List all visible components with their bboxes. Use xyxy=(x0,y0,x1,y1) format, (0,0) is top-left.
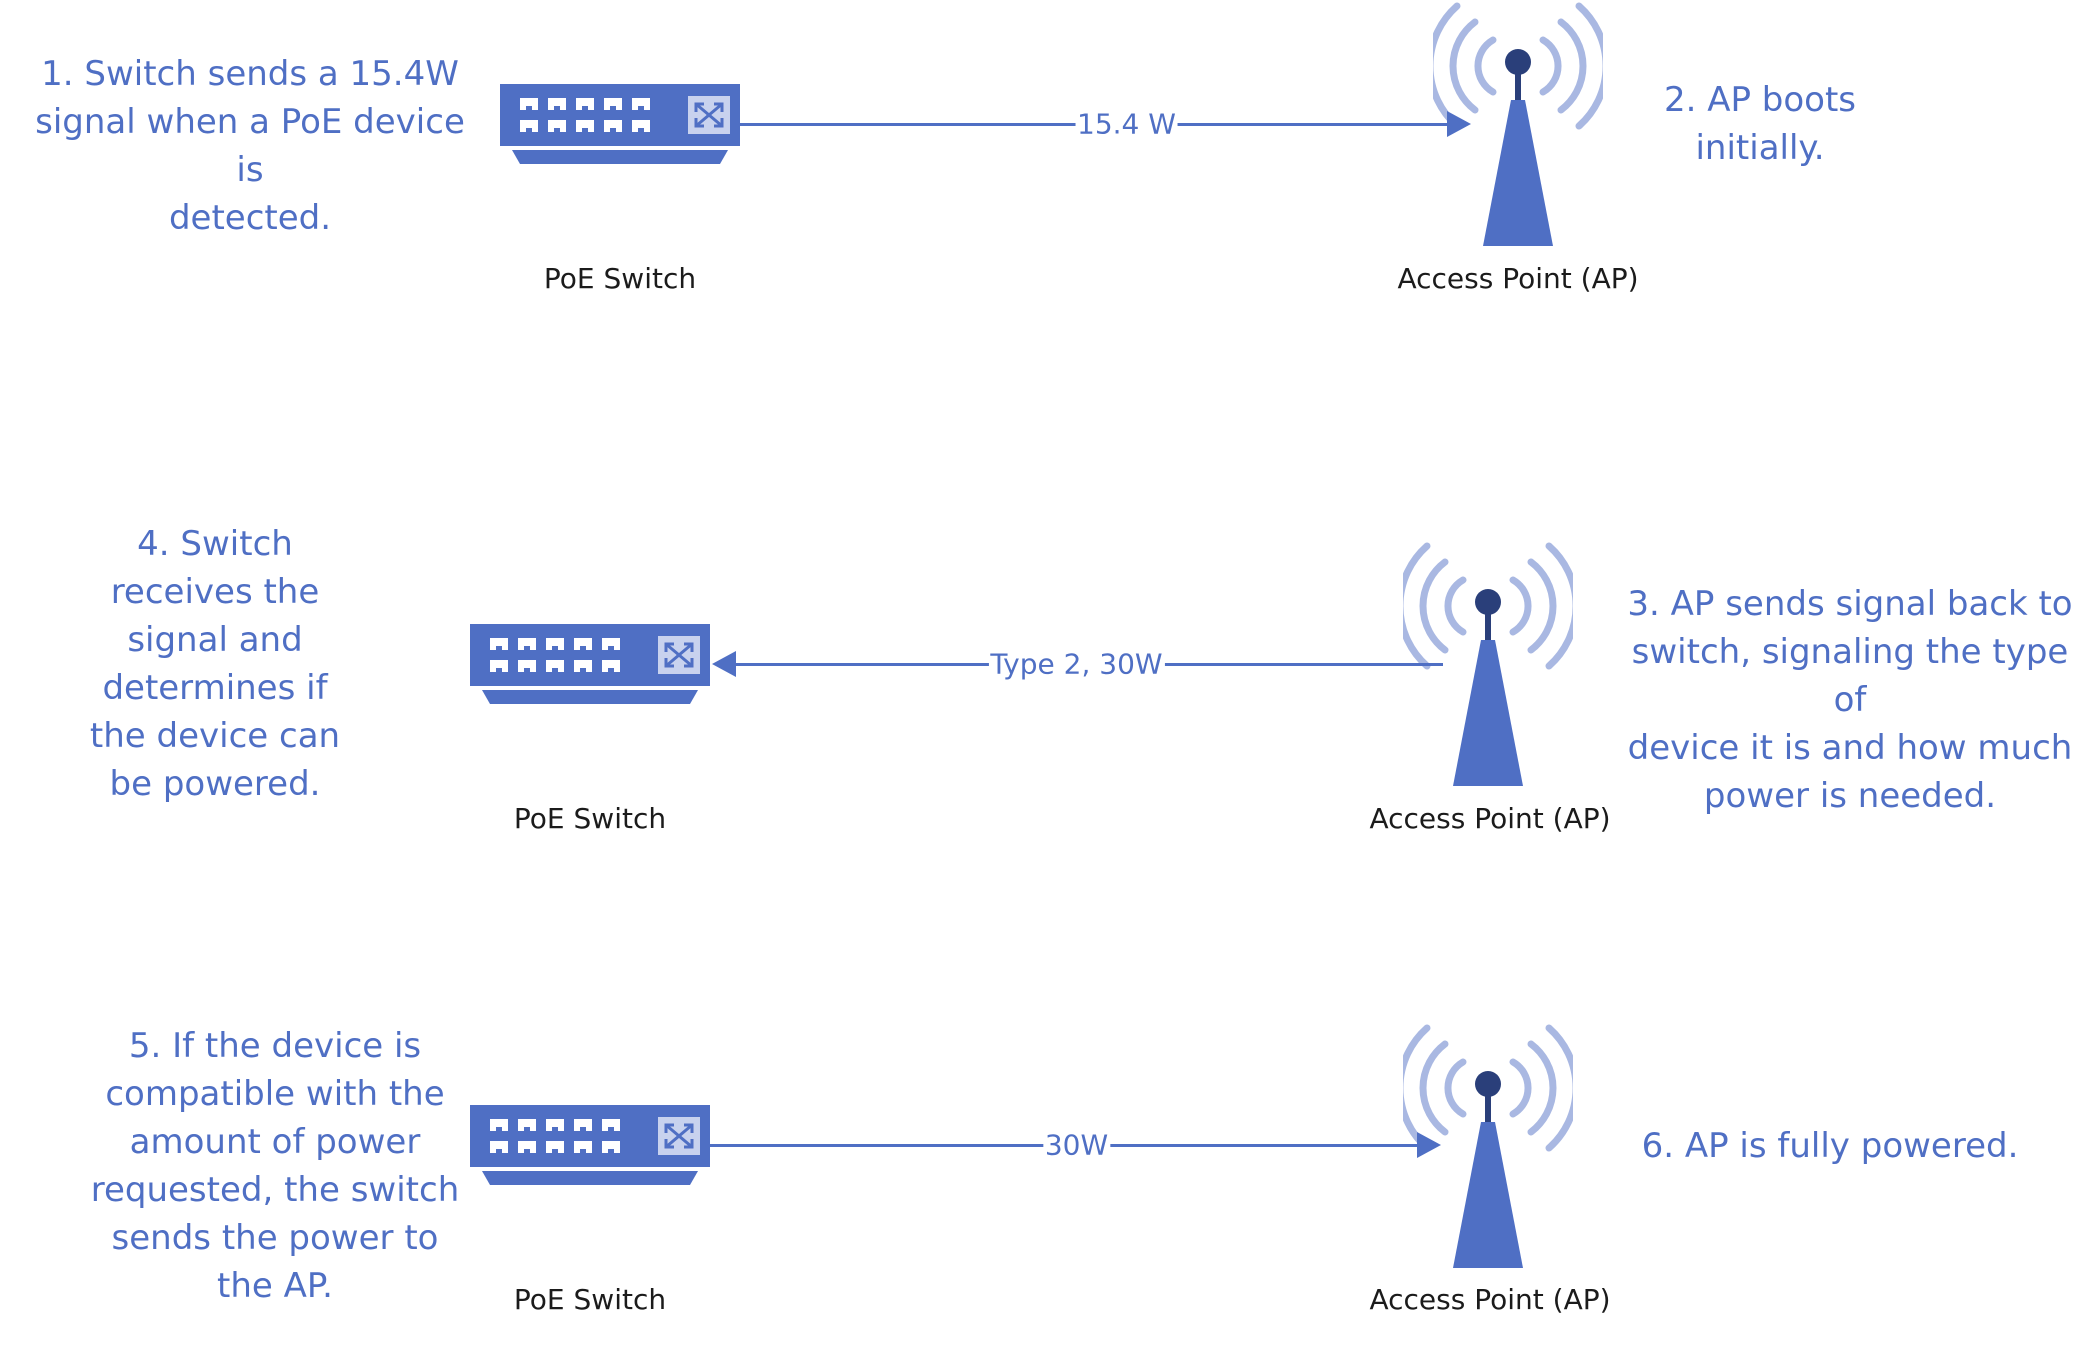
step-text-left: 4. Switch receives the signal and determ… xyxy=(89,524,341,804)
power-link-label: 30W xyxy=(1042,1128,1111,1162)
wireless-access-point-icon xyxy=(1426,0,1610,250)
access-point-label: Access Point (AP) xyxy=(1369,802,1611,835)
step-text-right: 3. AP sends signal back to switch, signa… xyxy=(1627,584,2073,816)
step-text-left: 1. Switch sends a 15.4W signal when a Po… xyxy=(35,54,465,238)
switch-label: PoE Switch xyxy=(513,1283,667,1316)
power-link-label: 15.4 W xyxy=(1075,107,1178,141)
switch-label: PoE Switch xyxy=(513,802,667,835)
power-link-label: Type 2, 30W xyxy=(988,647,1165,681)
step-text-right: 2. AP boots initially. xyxy=(1663,80,1857,168)
network-switch-icon xyxy=(470,1105,710,1189)
switch-label: PoE Switch xyxy=(543,262,697,295)
arrow-head-right xyxy=(1417,1132,1441,1158)
access-point-label: Access Point (AP) xyxy=(1397,262,1639,295)
network-switch-icon xyxy=(500,84,740,168)
step-text-left: 5. If the device is compatible with the … xyxy=(90,1026,460,1306)
step-text-right: 6. AP is fully powered. xyxy=(1641,1126,2019,1166)
network-switch-icon xyxy=(470,624,710,708)
arrow-head-right xyxy=(1447,111,1471,137)
arrow-head-left xyxy=(712,651,736,677)
access-point-label: Access Point (AP) xyxy=(1369,1283,1611,1316)
